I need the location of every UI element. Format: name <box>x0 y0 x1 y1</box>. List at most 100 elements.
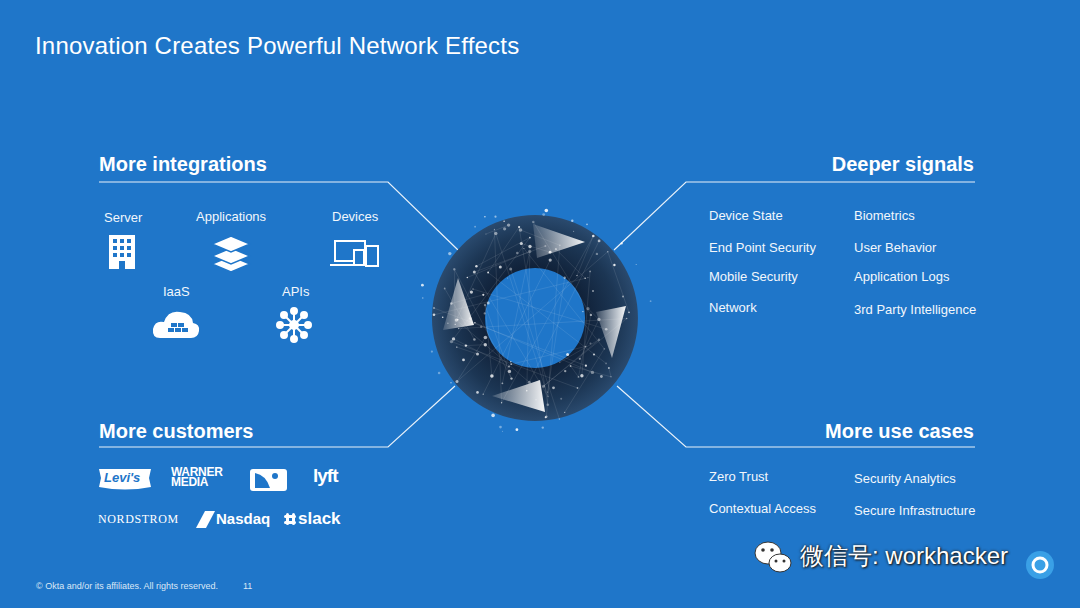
use-case-item: Security Analytics <box>854 472 956 487</box>
cycle-arrow <box>596 306 626 358</box>
network-dot <box>650 300 652 302</box>
network-link <box>527 247 530 391</box>
icon-label: IaaS <box>163 285 190 300</box>
network-dot <box>600 375 603 378</box>
signal-item: End Point Security <box>709 241 816 256</box>
network-link <box>457 338 485 382</box>
network-dot <box>422 297 423 298</box>
copyright-note: © Okta and/or its affiliates. All rights… <box>36 581 218 591</box>
network-link <box>457 252 608 382</box>
network-dot <box>636 264 637 265</box>
network-dot <box>491 414 495 418</box>
network-link <box>582 271 590 375</box>
network-dot <box>475 265 477 267</box>
network-link <box>485 305 512 379</box>
network-dot <box>476 391 479 394</box>
network-dot <box>431 351 433 353</box>
use-case-item: Contextual Access <box>709 502 816 517</box>
cycle-arrow <box>533 224 585 258</box>
signal-item: Mobile Security <box>709 270 798 285</box>
network-dot <box>560 398 562 400</box>
network-dot <box>503 227 506 230</box>
network-dot <box>474 226 476 228</box>
customer-logo: NORDSTROM <box>98 513 179 527</box>
network-dot <box>507 277 508 278</box>
network-link <box>565 349 605 413</box>
network-link <box>608 252 629 313</box>
network-dot <box>484 216 486 218</box>
network-link <box>483 260 550 394</box>
network-dot <box>450 382 452 384</box>
network-dot <box>564 370 566 372</box>
section-heading: More integrations <box>99 153 267 176</box>
network-dot <box>450 340 453 343</box>
customer-logo: WARNER MEDIA <box>171 467 229 487</box>
network-link <box>496 233 548 396</box>
network-dot <box>566 353 569 356</box>
signal-item: User Behavior <box>854 241 936 256</box>
signal-item: Application Logs <box>854 270 949 285</box>
network-link <box>452 342 578 388</box>
network-link <box>580 319 599 358</box>
customer-logo: Levi's <box>104 471 140 486</box>
customer-logo: Nasdaq <box>216 510 270 527</box>
section-heading: More customers <box>99 420 254 443</box>
section-heading: Deeper signals <box>832 153 974 176</box>
signal-item: Network <box>709 301 757 316</box>
network-link <box>502 252 529 384</box>
network-dot <box>421 284 424 287</box>
network-link <box>456 320 529 382</box>
network-dot <box>590 342 592 344</box>
network-dot <box>510 361 511 362</box>
mlb-logo <box>250 469 287 491</box>
network-dot <box>582 311 583 312</box>
network-link <box>454 339 510 367</box>
signal-item: Biometrics <box>854 209 915 224</box>
network-dot <box>473 338 476 341</box>
network-dot <box>586 224 588 226</box>
network-dot <box>516 428 519 431</box>
applications-icon <box>212 236 250 272</box>
customer-logo: lyft <box>313 465 338 487</box>
network-link <box>485 305 492 376</box>
cycle-arrow <box>443 278 474 330</box>
signal-item: 3rd Party Intelligence <box>854 303 976 318</box>
network-ring <box>415 198 655 438</box>
network-dot <box>592 290 594 292</box>
network-dot <box>596 253 598 255</box>
network-link <box>524 249 604 349</box>
network-dot <box>448 252 451 255</box>
network-dot <box>470 291 473 294</box>
slide-title: Innovation Creates Powerful Network Effe… <box>35 32 519 60</box>
network-dot <box>552 386 555 389</box>
network-dot <box>542 213 545 216</box>
server-icon <box>109 235 135 269</box>
network-link <box>533 222 591 315</box>
network-dot <box>545 209 549 213</box>
network-dot <box>571 220 573 222</box>
icon-label: Devices <box>332 210 378 225</box>
page-number: 11 <box>243 581 252 591</box>
network-dot <box>613 264 615 266</box>
icon-label: APIs <box>282 285 309 300</box>
network-dot <box>484 336 488 340</box>
network-link <box>502 236 594 403</box>
signal-item: Device State <box>709 209 783 224</box>
network-link <box>546 245 560 416</box>
network-link <box>457 347 478 354</box>
network-link <box>609 368 611 377</box>
api-icon <box>277 308 311 342</box>
network-link <box>488 227 519 273</box>
network-link <box>466 344 485 346</box>
use-case-item: Zero Trust <box>709 470 768 485</box>
wechat-icon <box>755 542 791 572</box>
network-link <box>474 246 545 272</box>
network-link <box>488 273 606 364</box>
network-dot <box>587 277 588 278</box>
watermark: 微信号: workhacker <box>800 542 1008 570</box>
network-dot <box>622 295 624 297</box>
network-link <box>486 225 509 234</box>
network-dot <box>442 317 444 319</box>
devices-icon <box>330 241 378 266</box>
network-dot <box>621 242 623 244</box>
